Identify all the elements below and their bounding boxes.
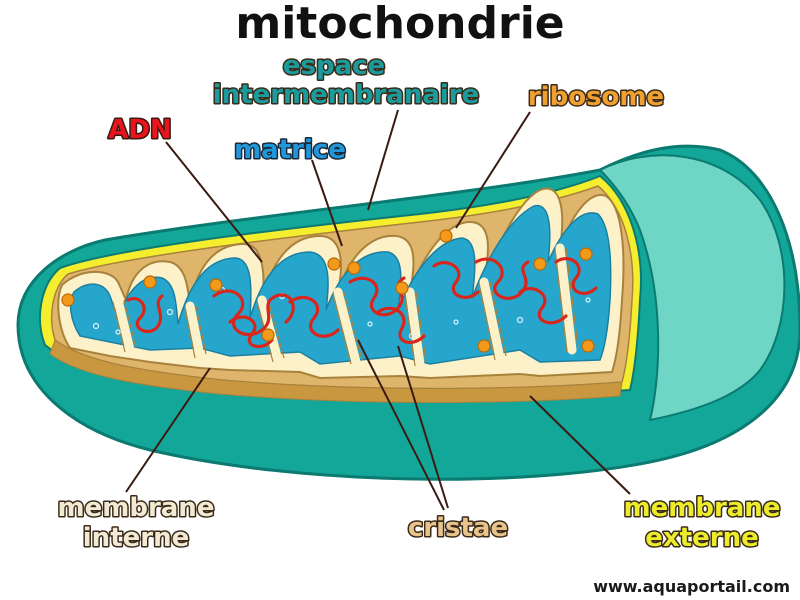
leader-cristae-2 bbox=[397, 345, 449, 509]
ribosome-dot bbox=[439, 229, 453, 243]
dna-strand bbox=[432, 261, 480, 299]
dna-strand bbox=[288, 295, 340, 338]
label-membrane-externe-line1: membrane bbox=[624, 493, 781, 523]
granule bbox=[115, 329, 121, 335]
dna-strand bbox=[126, 294, 164, 333]
label-matrice: matrice bbox=[234, 135, 346, 165]
label-espace-intermembranaire-line1: espace bbox=[283, 51, 385, 81]
label-membrane-interne-line2: interne bbox=[83, 523, 189, 553]
granule bbox=[92, 322, 100, 330]
ribosome-dot bbox=[533, 257, 547, 271]
crista-fold bbox=[555, 243, 577, 355]
label-cristae: cristae bbox=[408, 513, 508, 543]
leader-lines bbox=[125, 109, 631, 511]
ribosome-dot bbox=[579, 247, 593, 261]
label-adn: ADN bbox=[108, 115, 171, 145]
ribosome-dot bbox=[61, 293, 75, 307]
ribosome-dot bbox=[209, 278, 223, 292]
ribosome-dot bbox=[581, 339, 595, 353]
crista-outline bbox=[554, 247, 579, 353]
watermark: www.aquaportail.com bbox=[593, 577, 790, 596]
dna-strand bbox=[474, 257, 530, 300]
leader-membrane-interne bbox=[125, 367, 211, 493]
ribosome-dot bbox=[395, 281, 409, 295]
ribosome-dot bbox=[143, 275, 157, 289]
dna-strand bbox=[518, 287, 568, 325]
crista-fold bbox=[405, 287, 425, 369]
crista-fold bbox=[113, 295, 135, 355]
crista-fold bbox=[479, 277, 505, 363]
crista-outline bbox=[404, 291, 427, 367]
leader-membrane-externe bbox=[529, 395, 631, 495]
granule bbox=[453, 319, 459, 325]
ribosome-dot bbox=[347, 261, 361, 275]
label-espace-intermembranaire-line2: intermembranaire bbox=[213, 80, 480, 110]
dna-strand bbox=[554, 257, 598, 295]
dna-strand bbox=[376, 306, 426, 345]
ribosome-dot bbox=[477, 339, 491, 353]
leader-matrice bbox=[311, 159, 343, 247]
granule bbox=[516, 316, 524, 324]
granule bbox=[367, 321, 373, 327]
dna-strand bbox=[228, 315, 274, 349]
crista-outline bbox=[184, 305, 207, 359]
crista-outline bbox=[478, 281, 507, 361]
ribosome-dot bbox=[327, 257, 341, 271]
granule bbox=[408, 332, 416, 340]
leader-adn bbox=[165, 141, 263, 263]
granule bbox=[585, 297, 591, 303]
crista-fold bbox=[333, 287, 361, 367]
cut-face-strip bbox=[49, 339, 623, 403]
dna-strand bbox=[212, 289, 295, 337]
crista-outline bbox=[332, 291, 363, 365]
page-title: mitochondrie bbox=[235, 0, 564, 49]
label-ribosome: ribosome bbox=[528, 82, 664, 112]
label-membrane-interne-line1: membrane bbox=[58, 493, 215, 523]
ribosome-dot bbox=[261, 328, 275, 342]
crista-fold bbox=[185, 301, 205, 361]
leader-espace bbox=[367, 109, 399, 211]
dna-strands bbox=[126, 257, 598, 349]
label-membrane-externe-line2: externe bbox=[645, 523, 758, 553]
crista-outline bbox=[112, 299, 137, 353]
leader-cristae-1 bbox=[357, 339, 445, 511]
cristae-fold-outlines bbox=[112, 247, 579, 367]
leader-ribosome bbox=[455, 111, 531, 229]
granule bbox=[166, 308, 174, 316]
outer-membrane-highlight bbox=[598, 154, 786, 422]
ribosomes bbox=[61, 229, 595, 353]
